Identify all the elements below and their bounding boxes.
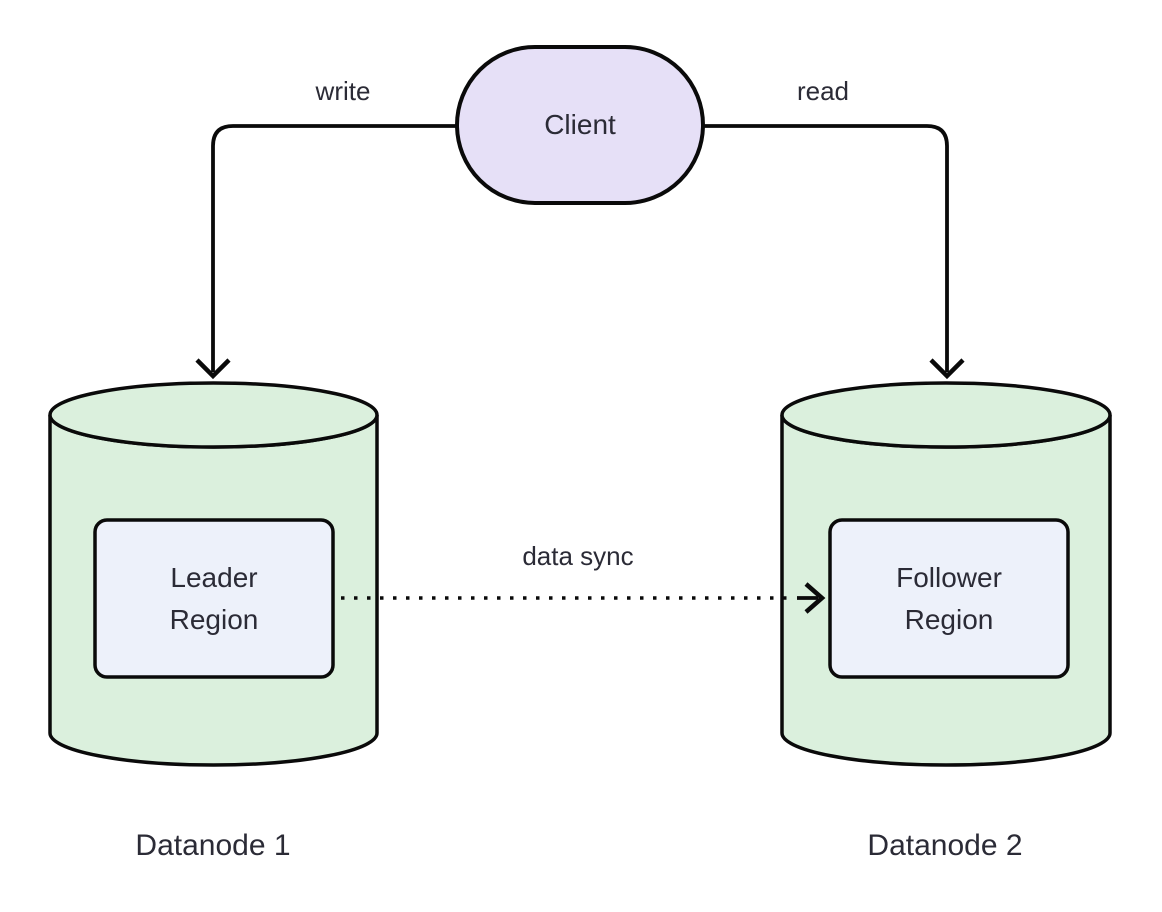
leader-region-box bbox=[93, 518, 335, 679]
leader-region-line1: Leader bbox=[170, 561, 258, 593]
edge-write-line bbox=[211, 124, 457, 372]
edge-write-label: write bbox=[315, 76, 371, 106]
leader-region-line2: Region bbox=[169, 603, 259, 635]
follower-region-box bbox=[828, 518, 1070, 679]
edge-datasync-label: data sync bbox=[522, 541, 634, 571]
follower-region-label: Follower Region bbox=[830, 520, 1068, 677]
follower-region-line2: Region bbox=[904, 603, 994, 635]
datanode2-cylinder-top bbox=[780, 381, 1112, 449]
edge-read bbox=[701, 124, 965, 380]
edge-read-label: read bbox=[796, 76, 850, 106]
edge-datasync bbox=[341, 582, 826, 614]
client-label: Client bbox=[457, 47, 703, 203]
edge-write-arrowhead-icon bbox=[195, 358, 231, 380]
leader-region-label: Leader Region bbox=[95, 520, 333, 677]
datanode1-cylinder bbox=[48, 381, 379, 767]
edge-read-arrowhead-icon bbox=[929, 358, 965, 380]
datanode2-cylinder bbox=[780, 381, 1112, 767]
client-node bbox=[455, 45, 705, 205]
client-label-text: Client bbox=[544, 109, 616, 140]
edge-write bbox=[195, 124, 457, 380]
follower-region-line1: Follower bbox=[896, 561, 1002, 593]
edge-read-line bbox=[701, 124, 949, 372]
datanode2-caption: Datanode 2 bbox=[867, 829, 1023, 862]
datanode1-caption: Datanode 1 bbox=[135, 829, 291, 862]
edge-datasync-arrowhead-icon bbox=[804, 582, 826, 614]
datanode1-cylinder-top bbox=[48, 381, 379, 449]
